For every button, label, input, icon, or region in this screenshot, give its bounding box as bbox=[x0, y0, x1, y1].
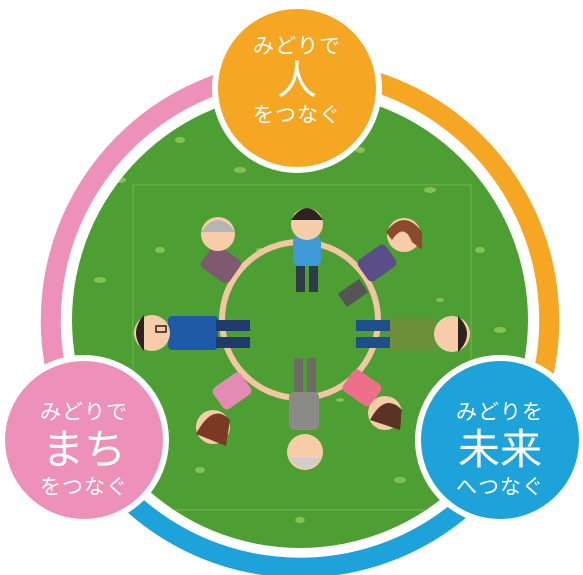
badge-left-main: まち bbox=[41, 425, 126, 474]
badge-top-line3: をつなぐ bbox=[253, 103, 341, 127]
person-man-right bbox=[356, 316, 470, 352]
badge-left-line3: をつなぐ bbox=[40, 475, 128, 499]
person-woman-lower-left bbox=[196, 372, 252, 446]
badge-top-line1: みどりで bbox=[253, 34, 341, 58]
person-man-left bbox=[134, 315, 250, 351]
person-boy bbox=[291, 208, 323, 292]
badge-right-line3: へつなぐ bbox=[456, 475, 544, 499]
person-woman-upper-right bbox=[337, 218, 422, 308]
badge-top-main: 人 bbox=[277, 58, 317, 104]
badge-left: みどりで まち をつなぐ bbox=[19, 378, 149, 498]
people-circle-illustration bbox=[134, 208, 470, 470]
person-elderly-woman bbox=[201, 217, 241, 284]
person-woman-lower-right bbox=[342, 369, 402, 430]
badge-top-circle bbox=[212, 3, 382, 173]
badge-right-circle bbox=[415, 355, 583, 525]
badge-right: みどりを 未来 へつなぐ bbox=[425, 378, 575, 498]
badge-top: みどりで 人 をつなぐ bbox=[237, 0, 357, 126]
badge-left-line1: みどりで bbox=[40, 400, 128, 424]
badge-left-circle bbox=[0, 355, 169, 525]
person-elderly-man bbox=[287, 358, 323, 470]
badge-right-line1: みどりを bbox=[456, 400, 544, 424]
badge-right-main: 未来 bbox=[457, 425, 542, 474]
